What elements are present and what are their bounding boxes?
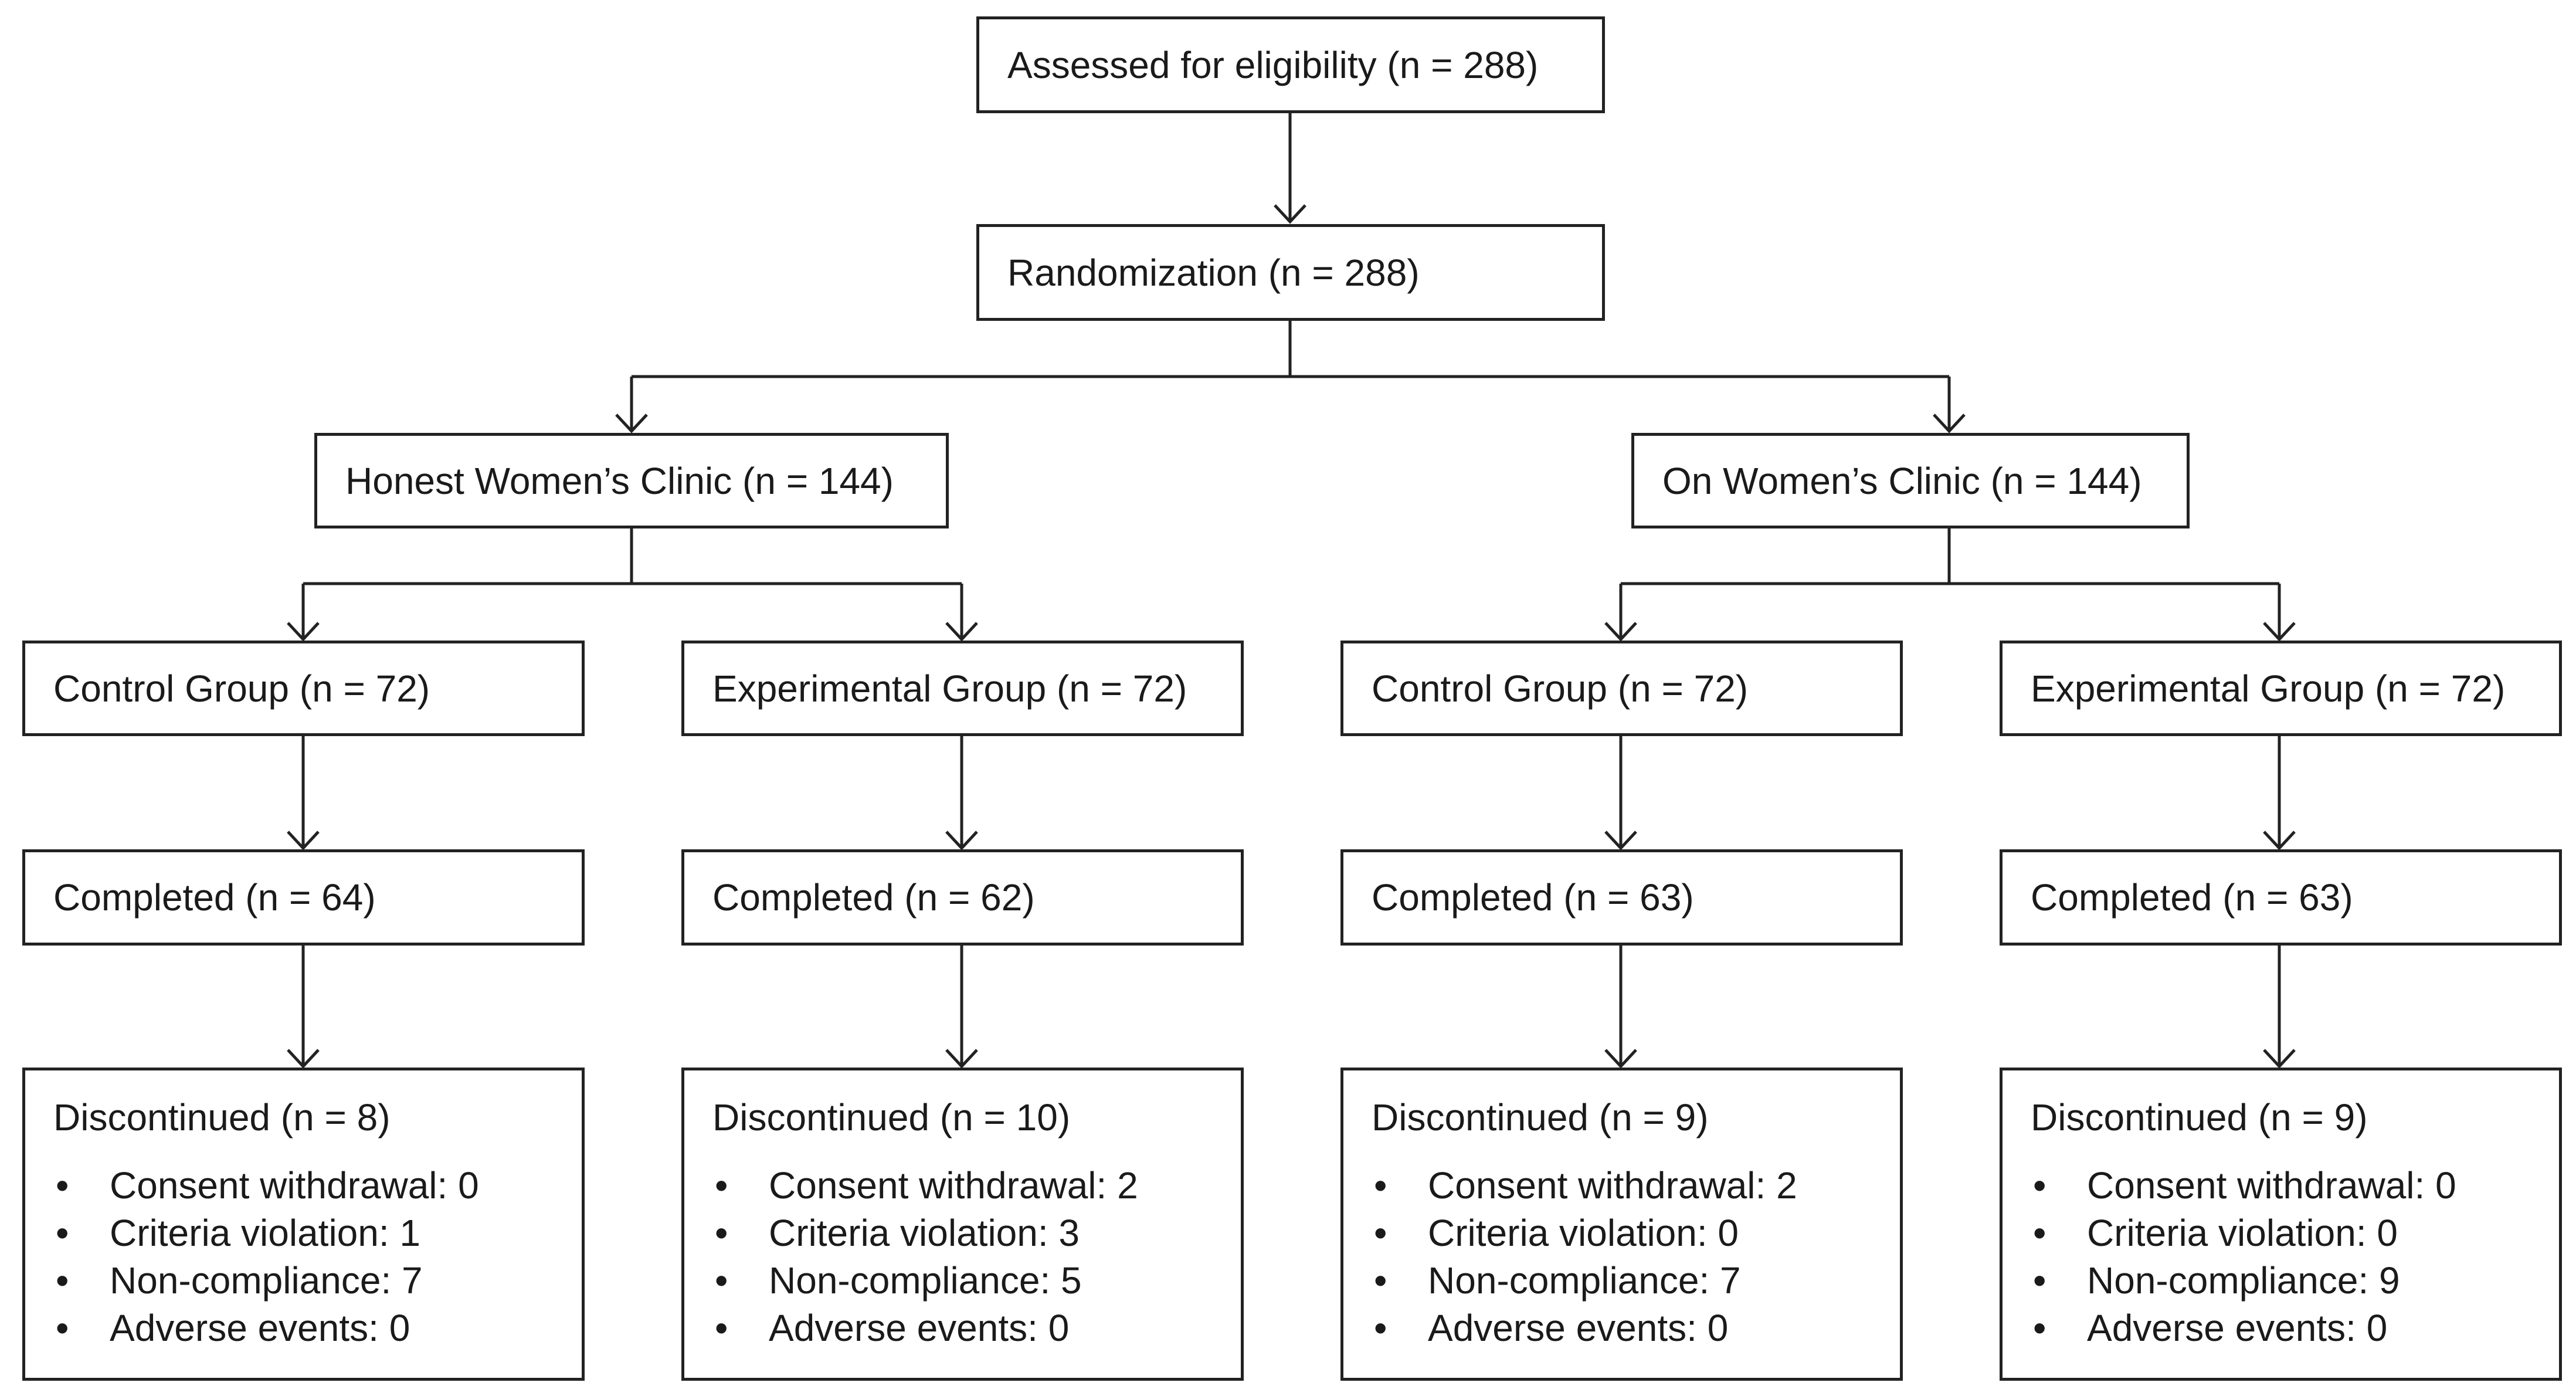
- reason-item: Consent withdrawal: 2: [1372, 1162, 1900, 1209]
- group-label: Experimental Group (n = 72): [712, 667, 1187, 710]
- group-box-on-control: Control Group (n = 72): [1340, 641, 1903, 736]
- reason-item: Adverse events: 0: [53, 1304, 582, 1352]
- completed-label: Completed (n = 64): [53, 876, 376, 919]
- reason-item: Criteria violation: 1: [53, 1209, 582, 1257]
- clinic-box-honest: Honest Women’s Clinic (n = 144): [314, 433, 949, 528]
- discontinued-box-honest-experimental: Discontinued (n = 10) Consent withdrawal…: [681, 1068, 1244, 1381]
- reason-list: Consent withdrawal: 2 Criteria violation…: [1372, 1162, 1900, 1352]
- completed-label: Completed (n = 63): [1372, 876, 1694, 919]
- randomization-label: Randomization (n = 288): [1007, 251, 1420, 294]
- discontinued-box-on-experimental: Discontinued (n = 9) Consent withdrawal:…: [2000, 1068, 2562, 1381]
- completed-box-on-experimental: Completed (n = 63): [2000, 849, 2562, 946]
- reason-item: Criteria violation: 0: [1372, 1209, 1900, 1257]
- discontinued-label: Discontinued (n = 9): [2031, 1096, 2368, 1139]
- discontinued-box-honest-control: Discontinued (n = 8) Consent withdrawal:…: [22, 1068, 585, 1381]
- group-box-honest-control: Control Group (n = 72): [22, 641, 585, 736]
- group-label: Experimental Group (n = 72): [2031, 667, 2506, 710]
- reason-item: Consent withdrawal: 0: [53, 1162, 582, 1209]
- reason-item: Criteria violation: 0: [2031, 1209, 2559, 1257]
- group-box-on-experimental: Experimental Group (n = 72): [2000, 641, 2562, 736]
- completed-label: Completed (n = 63): [2031, 876, 2353, 919]
- discontinued-label: Discontinued (n = 9): [1372, 1096, 1709, 1139]
- clinic-box-on: On Women’s Clinic (n = 144): [1631, 433, 2190, 528]
- reason-item: Adverse events: 0: [2031, 1304, 2559, 1352]
- completed-box-honest-control: Completed (n = 64): [22, 849, 585, 946]
- reason-item: Non-compliance: 7: [53, 1257, 582, 1304]
- reason-item: Criteria violation: 3: [712, 1209, 1241, 1257]
- completed-label: Completed (n = 62): [712, 876, 1035, 919]
- randomization-box: Randomization (n = 288): [976, 224, 1605, 321]
- reason-item: Non-compliance: 5: [712, 1257, 1241, 1304]
- completed-box-on-control: Completed (n = 63): [1340, 849, 1903, 946]
- reason-item: Consent withdrawal: 2: [712, 1162, 1241, 1209]
- reason-item: Non-compliance: 7: [1372, 1257, 1900, 1304]
- discontinued-label: Discontinued (n = 10): [712, 1096, 1071, 1139]
- reason-item: Non-compliance: 9: [2031, 1257, 2559, 1304]
- reason-list: Consent withdrawal: 0 Criteria violation…: [53, 1162, 582, 1352]
- group-box-honest-experimental: Experimental Group (n = 72): [681, 641, 1244, 736]
- clinic-label: On Women’s Clinic (n = 144): [1662, 459, 2142, 502]
- discontinued-label: Discontinued (n = 8): [53, 1096, 391, 1139]
- clinic-label: Honest Women’s Clinic (n = 144): [345, 459, 894, 502]
- reason-list: Consent withdrawal: 0 Criteria violation…: [2031, 1162, 2559, 1352]
- eligibility-label: Assessed for eligibility (n = 288): [1007, 43, 1539, 86]
- completed-box-honest-experimental: Completed (n = 62): [681, 849, 1244, 946]
- group-label: Control Group (n = 72): [1372, 667, 1749, 710]
- group-label: Control Group (n = 72): [53, 667, 430, 710]
- reason-item: Adverse events: 0: [712, 1304, 1241, 1352]
- eligibility-box: Assessed for eligibility (n = 288): [976, 16, 1605, 113]
- reason-list: Consent withdrawal: 2 Criteria violation…: [712, 1162, 1241, 1352]
- reason-item: Adverse events: 0: [1372, 1304, 1900, 1352]
- reason-item: Consent withdrawal: 0: [2031, 1162, 2559, 1209]
- discontinued-box-on-control: Discontinued (n = 9) Consent withdrawal:…: [1340, 1068, 1903, 1381]
